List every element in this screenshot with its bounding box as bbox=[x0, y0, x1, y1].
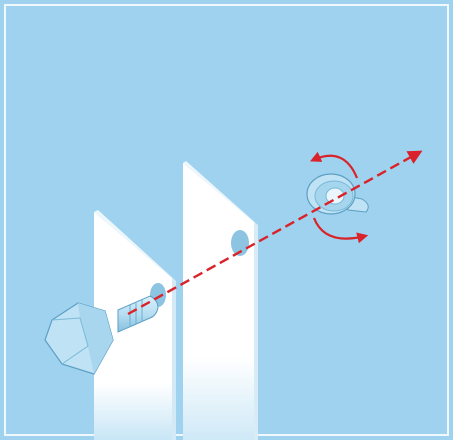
fastener-assembly-diagram bbox=[0, 0, 453, 440]
